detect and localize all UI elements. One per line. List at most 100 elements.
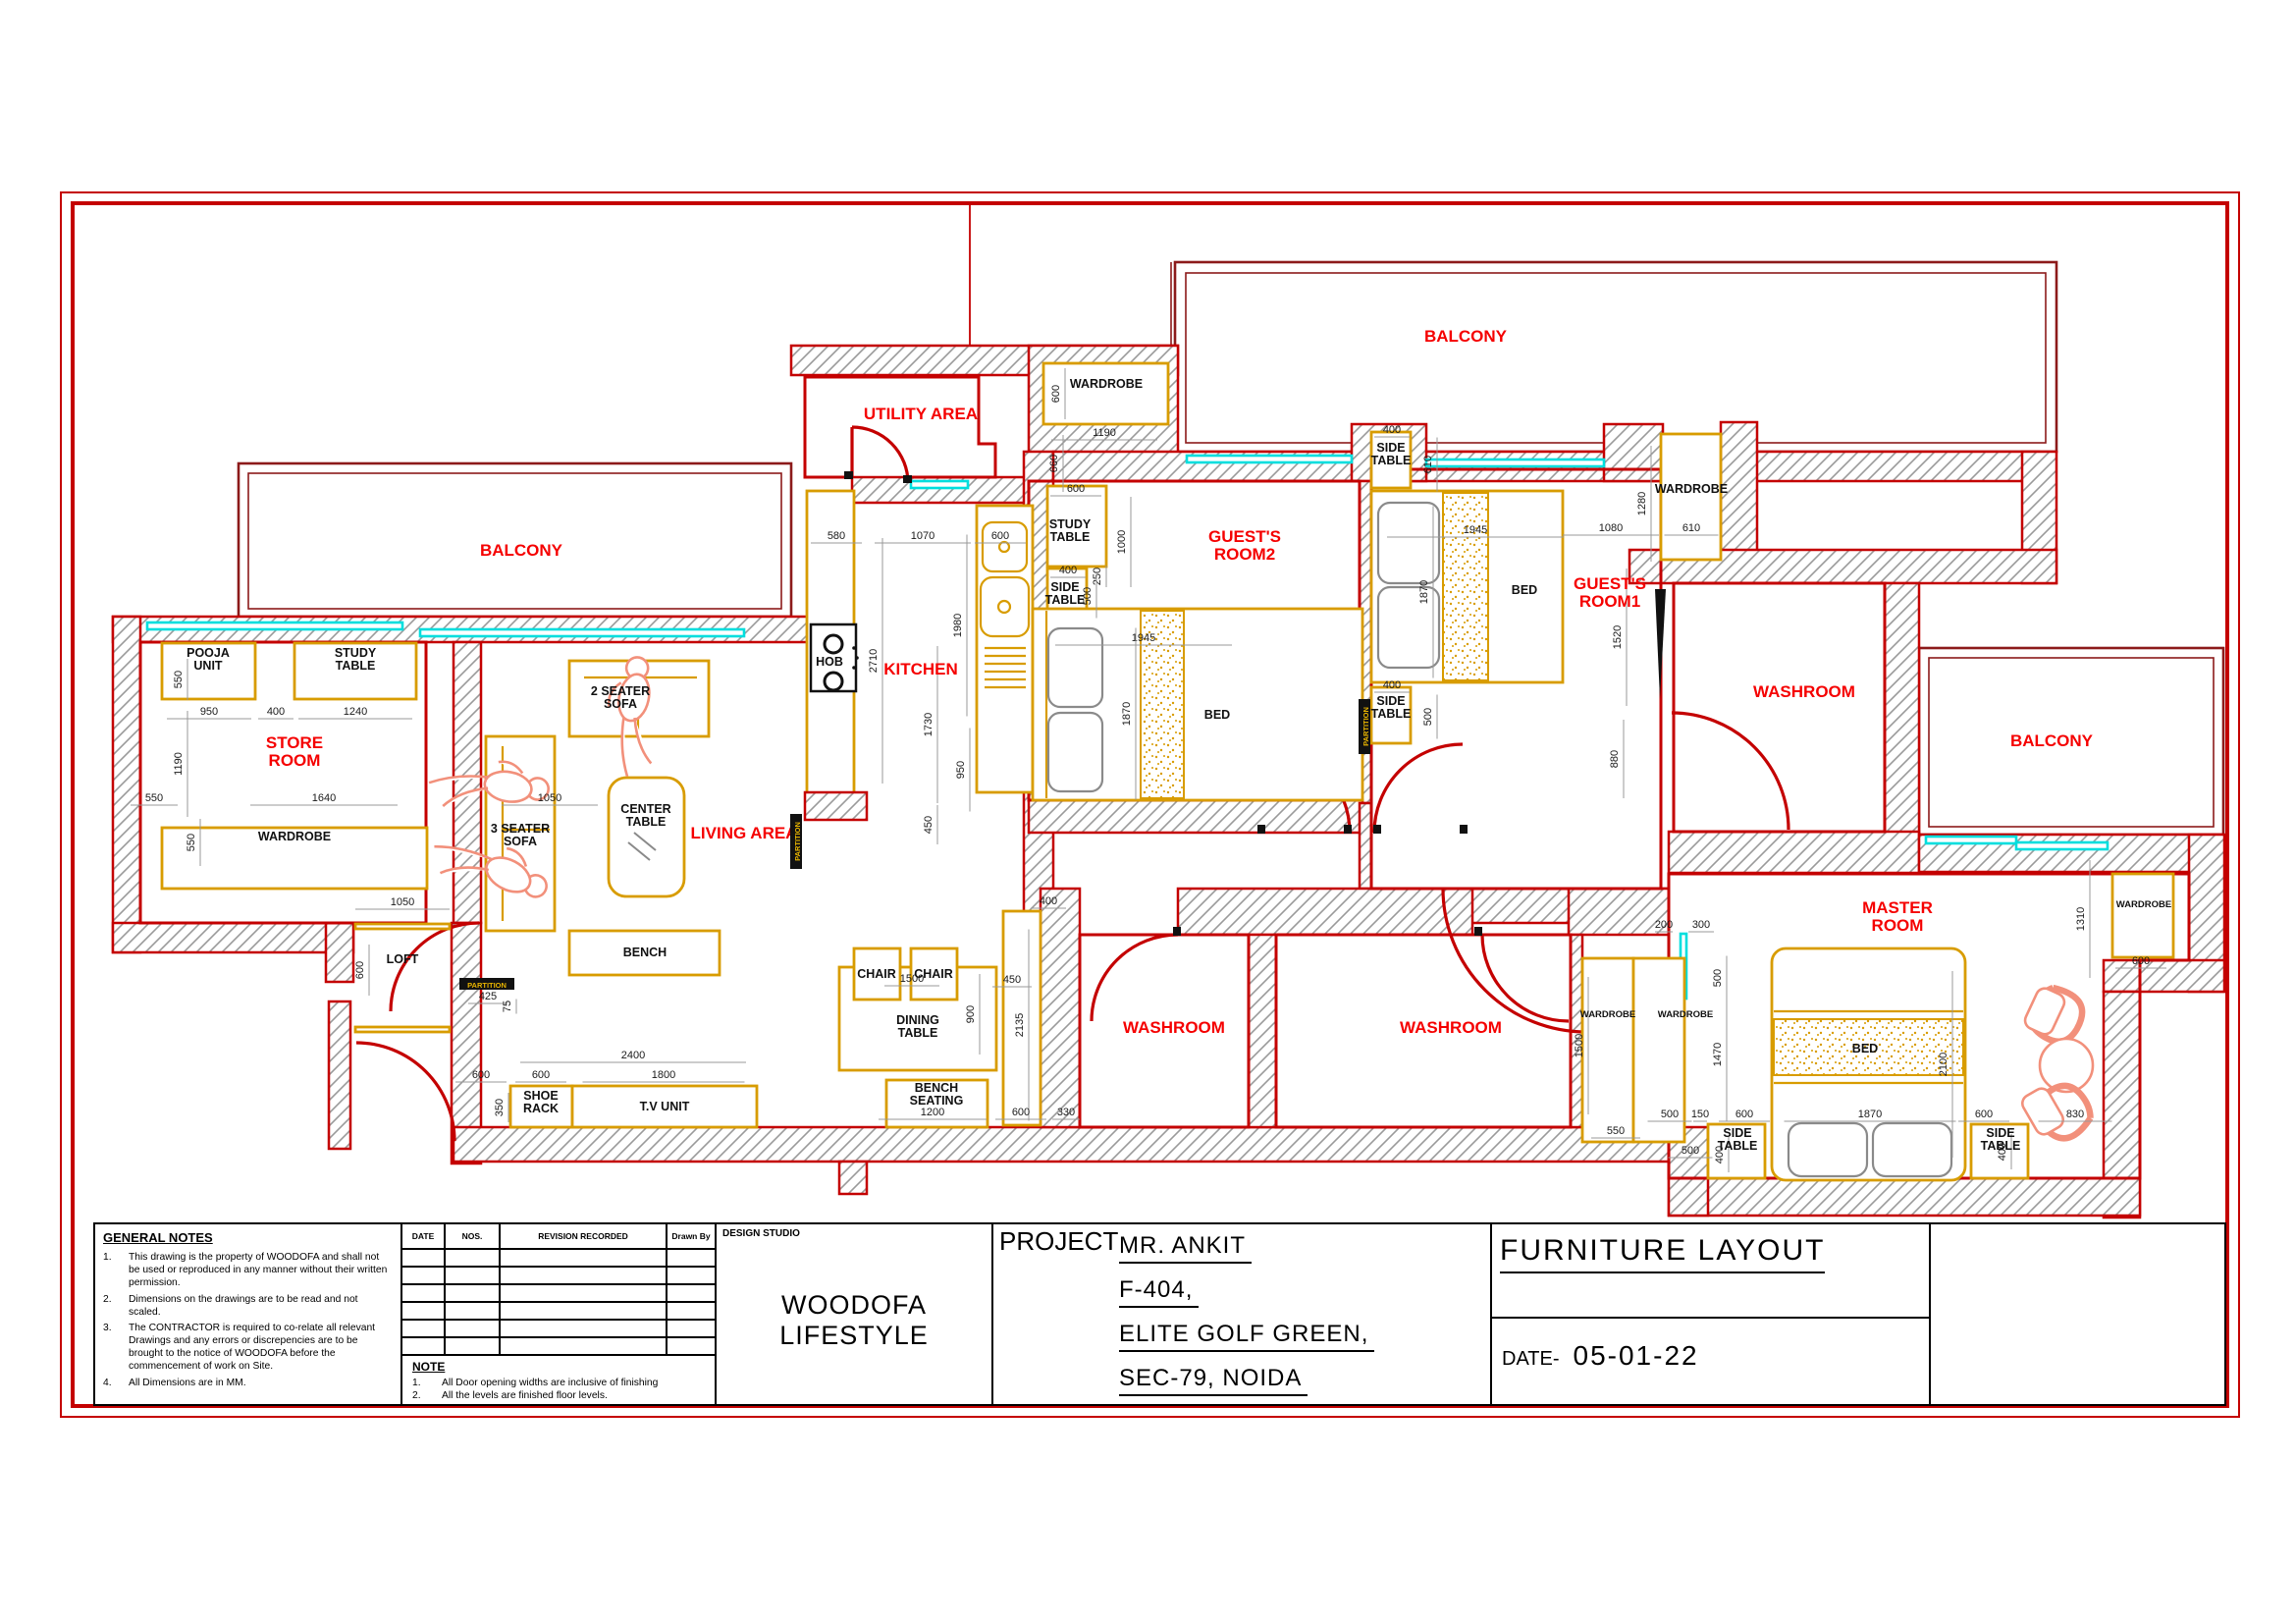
note-text: This drawing is the property of WOODOFA … — [129, 1252, 388, 1289]
furniture-label: BED — [1204, 708, 1230, 722]
dimension-text: 600 — [991, 530, 1009, 542]
dimension-text: 300 — [1692, 919, 1710, 931]
note-number: 4. — [103, 1377, 112, 1388]
doors — [355, 425, 1790, 1142]
dimension-text: 75 — [502, 1001, 513, 1012]
room-label: BALCONY — [480, 541, 563, 560]
dimension-text: 550 — [173, 671, 185, 688]
note-text: All the levels are finished floor levels… — [442, 1390, 608, 1402]
svg-text:PARTITION: PARTITION — [467, 981, 507, 990]
furniture-label: HOB — [816, 655, 843, 669]
dimension-text: 400 — [1059, 565, 1077, 576]
furniture-label: BED — [1852, 1042, 1878, 1055]
dimension-text: 500 — [1661, 1109, 1679, 1120]
windows — [145, 454, 2109, 1001]
person-on-2-seater — [607, 656, 653, 778]
dimension-text: 350 — [494, 1099, 506, 1116]
dimension-text: 1080 — [1599, 522, 1623, 534]
furniture-label: BED — [1512, 583, 1537, 597]
note-number: 3. — [103, 1322, 112, 1333]
dimension-text: 550 — [186, 834, 197, 851]
dimension-text: 500 — [1422, 708, 1434, 726]
dimension-text: 200 — [1655, 919, 1673, 931]
person-on-3-seater — [428, 760, 550, 807]
dimension-text: 900 — [965, 1005, 977, 1023]
dimension-text: 2100 — [1938, 1053, 1949, 1076]
partition-label: PARTITION — [1359, 699, 1370, 754]
people-figures — [428, 656, 2095, 1142]
master-lounge-chairs — [2021, 984, 2095, 1142]
note-text: The CONTRACTOR is required to co-relate … — [129, 1322, 376, 1373]
furniture-label: WARDROBE — [1655, 482, 1728, 496]
dimension-text: 950 — [200, 706, 218, 718]
note-number: 1. — [412, 1378, 421, 1388]
design-studio-tag: DESIGN STUDIO — [722, 1228, 800, 1239]
partition-label: PARTITION — [790, 814, 802, 869]
rev-col-recorded: REVISION RECORDED — [501, 1224, 667, 1250]
general-notes-title: GENERAL NOTES — [103, 1230, 213, 1245]
dimension-text: 1520 — [1612, 625, 1624, 649]
dimension-text: 1070 — [911, 530, 934, 542]
dimension-text: 1980 — [952, 614, 964, 637]
dimension-text: 500 — [1712, 969, 1724, 987]
dimension-text: 600 — [532, 1069, 550, 1081]
rev-col-date: DATE — [402, 1224, 446, 1250]
dimension-text: 600 — [1012, 1107, 1030, 1118]
dimension-text: 550 — [145, 792, 163, 804]
dimension-text: 1310 — [2075, 907, 2087, 931]
dimension-text: 400 — [1383, 679, 1401, 691]
dimension-text: 1190 — [1093, 427, 1116, 439]
room-label: BALCONY — [1424, 327, 1508, 346]
dimension-text: 880 — [1609, 750, 1621, 768]
partition-labels: PARTITION PARTITION PARTITION — [459, 699, 1370, 990]
note-number: 2. — [103, 1293, 112, 1305]
dimension-text: 2710 — [868, 649, 880, 673]
drawing-title-panel: FURNITURE LAYOUT DATE-05-01-22 — [1490, 1222, 1931, 1406]
general-notes-panel: GENERAL NOTES 1.This drawing is the prop… — [93, 1222, 402, 1406]
dimension-text: 400 — [267, 706, 285, 718]
dimension-text: 1870 — [1418, 580, 1430, 604]
dimension-text: 600 — [1735, 1109, 1753, 1120]
dimension-text: 400 — [1714, 1146, 1726, 1163]
note-title: NOTE — [412, 1360, 446, 1374]
dimension-text: 1470 — [1712, 1043, 1724, 1066]
dimension-text: 600 — [472, 1069, 490, 1081]
dimension-text: 1870 — [1858, 1109, 1882, 1120]
rev-col-nos: NOS. — [446, 1224, 501, 1250]
note-text: All Door opening widths are inclusive of… — [442, 1378, 659, 1388]
dimension-text: 500 — [1682, 1145, 1699, 1157]
dimension-text: 450 — [1003, 974, 1021, 986]
note-number: 2. — [412, 1390, 421, 1402]
furniture-label: BENCH — [623, 946, 667, 959]
dimension-text: 500 — [1082, 587, 1094, 605]
dimension-text: 425 — [479, 991, 497, 1002]
dimension-text: 600 — [354, 961, 366, 979]
studio-panel: DESIGN STUDIO WOODOFA LIFESTYLE — [715, 1222, 993, 1406]
dimension-text: 600 — [1975, 1109, 1993, 1120]
dimension-text: 330 — [1057, 1107, 1075, 1118]
dimension-text: 550 — [1607, 1125, 1625, 1137]
dimension-text: 450 — [923, 816, 934, 834]
dimension-text: 250 — [1092, 568, 1103, 585]
dimension-text: 1945 — [1132, 632, 1155, 644]
furniture-label: CHAIR — [857, 967, 896, 981]
furniture-label: WARDROBE — [2116, 899, 2171, 910]
dimension-text: 1280 — [1636, 492, 1648, 515]
room-label: UTILITY AREA — [864, 405, 978, 423]
dimension-text: 1730 — [923, 713, 934, 736]
dimension-text: 1200 — [921, 1107, 944, 1118]
drawing-title: FURNITURE LAYOUT — [1500, 1234, 1826, 1273]
dimension-text: 1190 — [173, 752, 185, 776]
room-outlines — [138, 375, 2191, 1180]
